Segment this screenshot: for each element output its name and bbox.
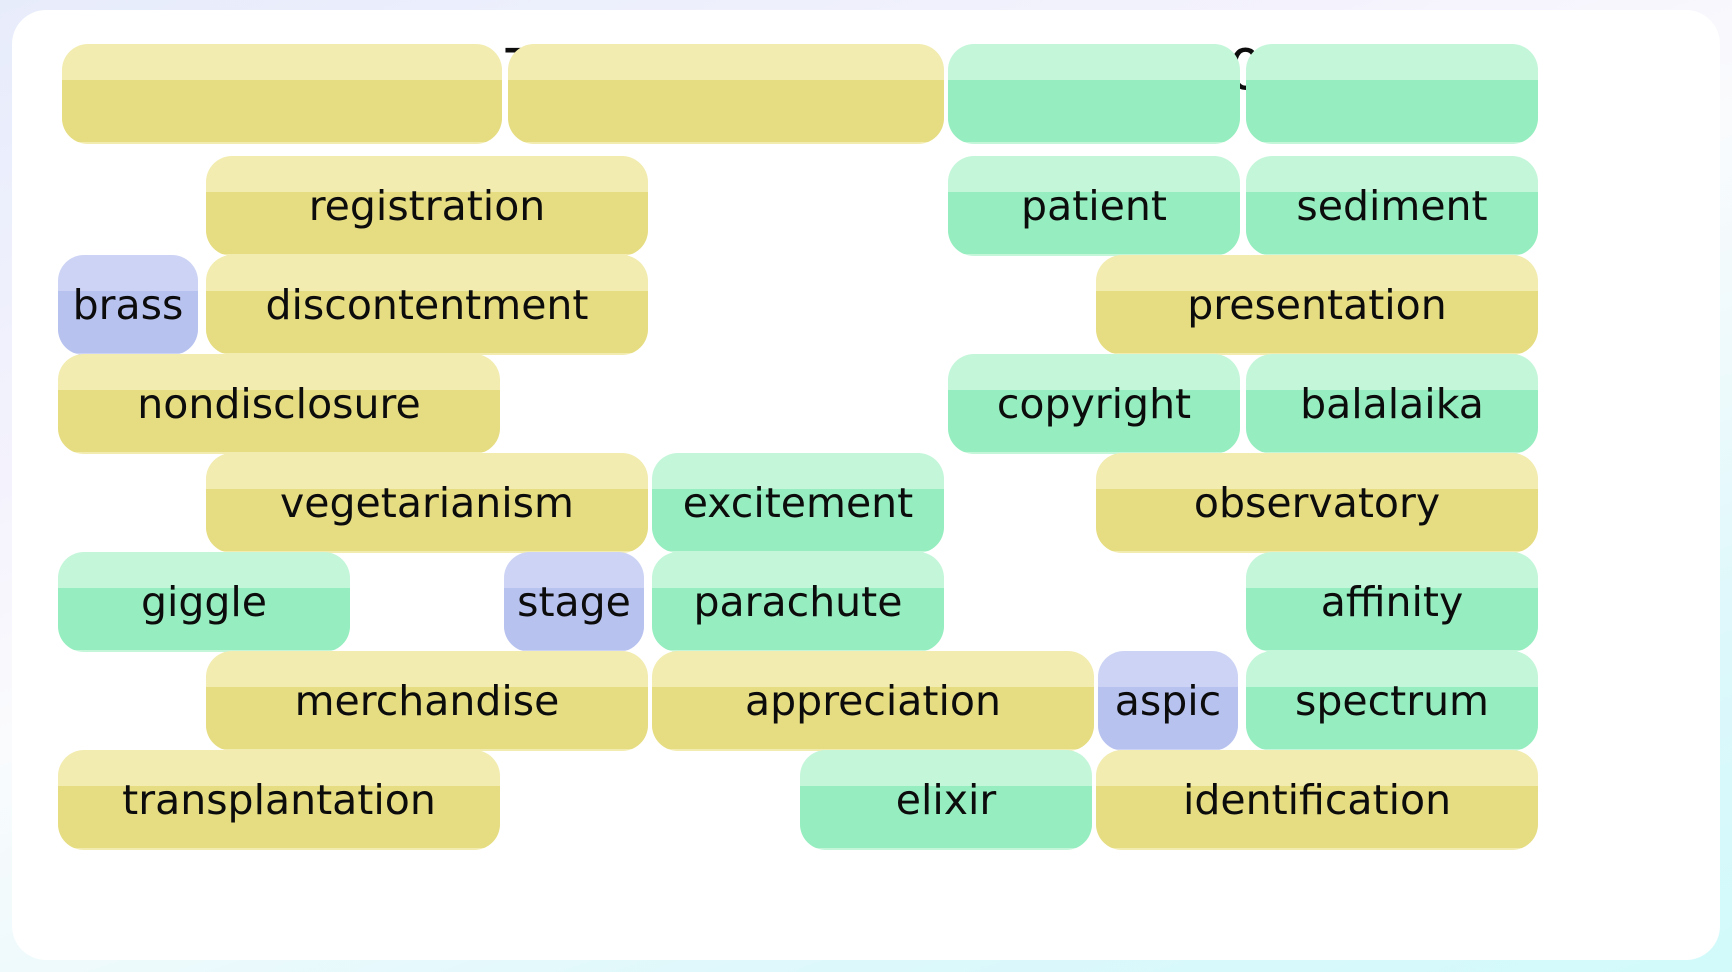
pill-color-band [1246,687,1538,749]
pill-color-band [652,489,944,551]
word-pill-presentation[interactable]: presentation [1096,255,1538,355]
word-pill-sediment[interactable]: sediment [1246,156,1538,256]
word-pill-giggle[interactable]: giggle [58,552,350,652]
pill-color-band [1096,291,1538,353]
pill-color-band [800,786,1092,848]
pill-label: discontentment [265,281,589,329]
pill-color-band [1246,588,1538,650]
word-pill-spectrum[interactable]: spectrum [1246,651,1538,751]
word-pill-parachute[interactable]: parachute [652,552,944,652]
pill-color-band [58,390,500,452]
word-pill-aspic[interactable]: aspic [1098,651,1238,751]
pill-color-band [948,192,1240,254]
pill-label: registration [308,182,546,230]
pill-color-band [1096,489,1538,551]
pill-color-band [58,291,198,353]
pill-color-band [206,192,648,254]
pill-color-band [206,489,648,551]
pill-color-band [948,390,1240,452]
pill-label: spectrum [1294,677,1489,725]
pill-label: appreciation [745,677,1001,725]
pill-color-band [948,80,1240,142]
word-pill-discontentment[interactable]: discontentment [206,255,648,355]
word-pill-board: registration patient sediment brass disconte… [12,10,1720,960]
pill-label: merchandise [294,677,560,725]
word-pill-identification[interactable]: identification [1096,750,1538,850]
pill-color-band [1246,390,1538,452]
word-pill-nondisclosure[interactable]: nondisclosure [58,354,500,454]
pill-label: balalaika [1300,380,1484,428]
game-card: 04:17:404 020700 registrationpatientsedi… [12,10,1720,960]
word-pill-copyright[interactable]: copyright [948,354,1240,454]
pill-label: transplantation [122,776,436,824]
pill-label: observatory [1193,479,1441,527]
word-pill-appreciation[interactable]: appreciation [652,651,1094,751]
pill-color-band [1246,80,1538,142]
pill-label: excitement [682,479,914,527]
pill-color-band [62,80,502,142]
pill-label: parachute [693,578,903,626]
pill-color-band [508,80,944,142]
pill-color-band [652,687,1094,749]
pill-color-band [1096,786,1538,848]
pill-label: giggle [140,578,268,626]
word-pill-affinity[interactable]: affinity [1246,552,1538,652]
word-pill-partial[interactable] [948,44,1240,144]
word-pill-balalaika[interactable]: balalaika [1246,354,1538,454]
pill-color-band [206,687,648,749]
pill-label: presentation [1187,281,1447,329]
pill-color-band [58,588,350,650]
word-pill-merchandise[interactable]: merchandise [206,651,648,751]
word-pill-registration[interactable]: registration [206,156,648,256]
word-pill-vegetarianism[interactable]: vegetarianism [206,453,648,553]
word-pill-elixir[interactable]: elixir [800,750,1092,850]
pill-color-band [504,588,644,650]
pill-label: copyright [996,380,1192,428]
word-pill-transplantation[interactable]: transplantation [58,750,500,850]
pill-label: nondisclosure [137,380,421,428]
word-pill-stage[interactable]: stage [504,552,644,652]
word-pill-partial[interactable] [508,44,944,144]
word-pill-brass[interactable]: brass [58,255,198,355]
pill-label: vegetarianism [280,479,574,527]
word-pill-observatory[interactable]: observatory [1096,453,1538,553]
pill-label: aspic [1114,677,1222,725]
pill-label: brass [72,281,184,329]
pill-color-band [652,588,944,650]
pill-color-band [1246,192,1538,254]
word-pill-partial[interactable] [1246,44,1538,144]
word-pill-excitement[interactable]: excitement [652,453,944,553]
pill-color-band [58,786,500,848]
word-pill-patient[interactable]: patient [948,156,1240,256]
pill-color-band [1098,687,1238,749]
pill-label: stage [517,578,631,626]
pill-color-band [206,291,648,353]
pill-label: elixir [895,776,997,824]
pill-label: patient [1021,182,1167,230]
pill-label: identification [1182,776,1452,824]
pill-label: sediment [1296,182,1488,230]
pill-label: affinity [1320,578,1464,626]
word-pill-partial[interactable] [62,44,502,144]
